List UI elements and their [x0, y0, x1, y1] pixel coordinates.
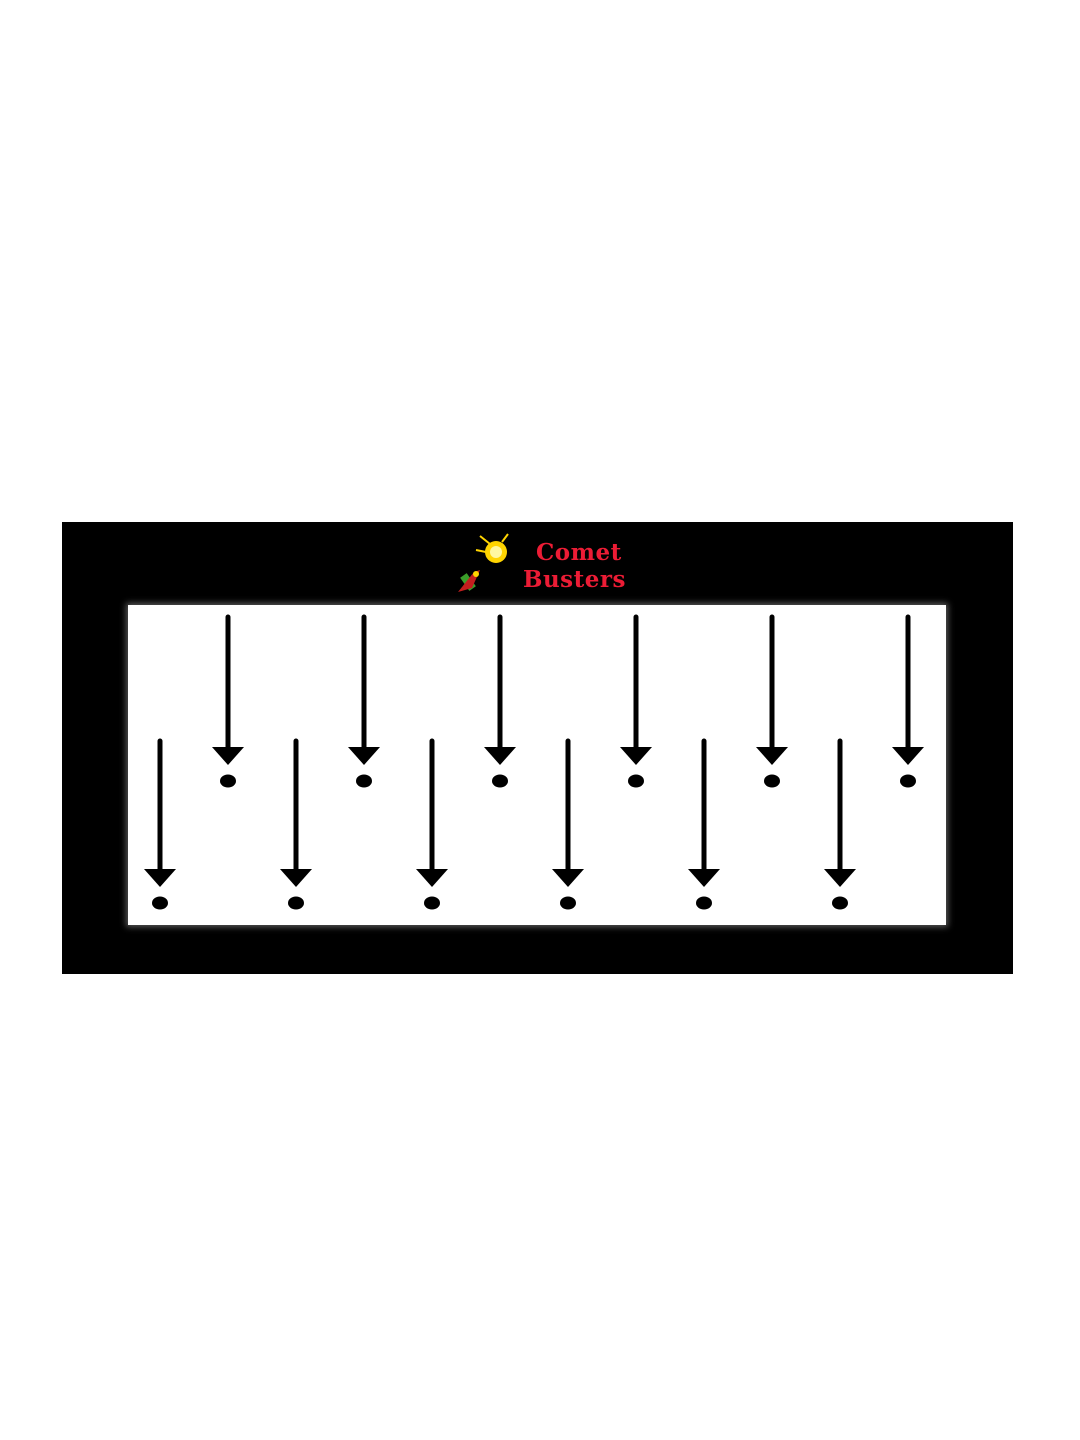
bottom-arrow-2: [280, 738, 312, 910]
arrow-head: [892, 747, 924, 765]
top-arrow-3: [484, 614, 516, 788]
dot-icon: [628, 774, 644, 788]
logo-title-line1: Comet: [536, 539, 622, 566]
logo-title-line2: Busters: [523, 566, 626, 593]
logo: Comet Busters: [450, 526, 634, 602]
bottom-arrow-3: [416, 738, 448, 910]
arrow-head: [212, 747, 244, 765]
bottom-arrow-5: [688, 738, 720, 910]
comet-icon: [458, 533, 509, 592]
top-arrow-2: [348, 614, 380, 788]
arrow-head: [552, 869, 584, 887]
dot-icon: [424, 896, 440, 910]
arrow-panel: [128, 605, 946, 925]
top-arrow-1: [212, 614, 244, 788]
arrow-head: [416, 869, 448, 887]
arrow-head: [688, 869, 720, 887]
dot-icon: [152, 896, 168, 910]
bottom-arrow-1: [144, 738, 176, 910]
arrow-head: [824, 869, 856, 887]
board-frame: Comet Busters: [62, 522, 1013, 974]
arrow-head: [620, 747, 652, 765]
dot-icon: [220, 774, 236, 788]
bottom-arrow-4: [552, 738, 584, 910]
arrow-head: [280, 869, 312, 887]
arrow-head: [484, 747, 516, 765]
arrow-head: [756, 747, 788, 765]
dot-icon: [288, 896, 304, 910]
arrow-head: [348, 747, 380, 765]
bottom-arrow-6: [824, 738, 856, 910]
arrow-field: [144, 614, 924, 910]
dot-icon: [900, 774, 916, 788]
top-arrow-4: [620, 614, 652, 788]
dot-icon: [492, 774, 508, 788]
dot-icon: [696, 896, 712, 910]
top-arrow-5: [756, 614, 788, 788]
dot-icon: [764, 774, 780, 788]
arrow-head: [144, 869, 176, 887]
dot-icon: [356, 774, 372, 788]
dot-icon: [560, 896, 576, 910]
top-arrow-6: [892, 614, 924, 788]
dot-icon: [832, 896, 848, 910]
